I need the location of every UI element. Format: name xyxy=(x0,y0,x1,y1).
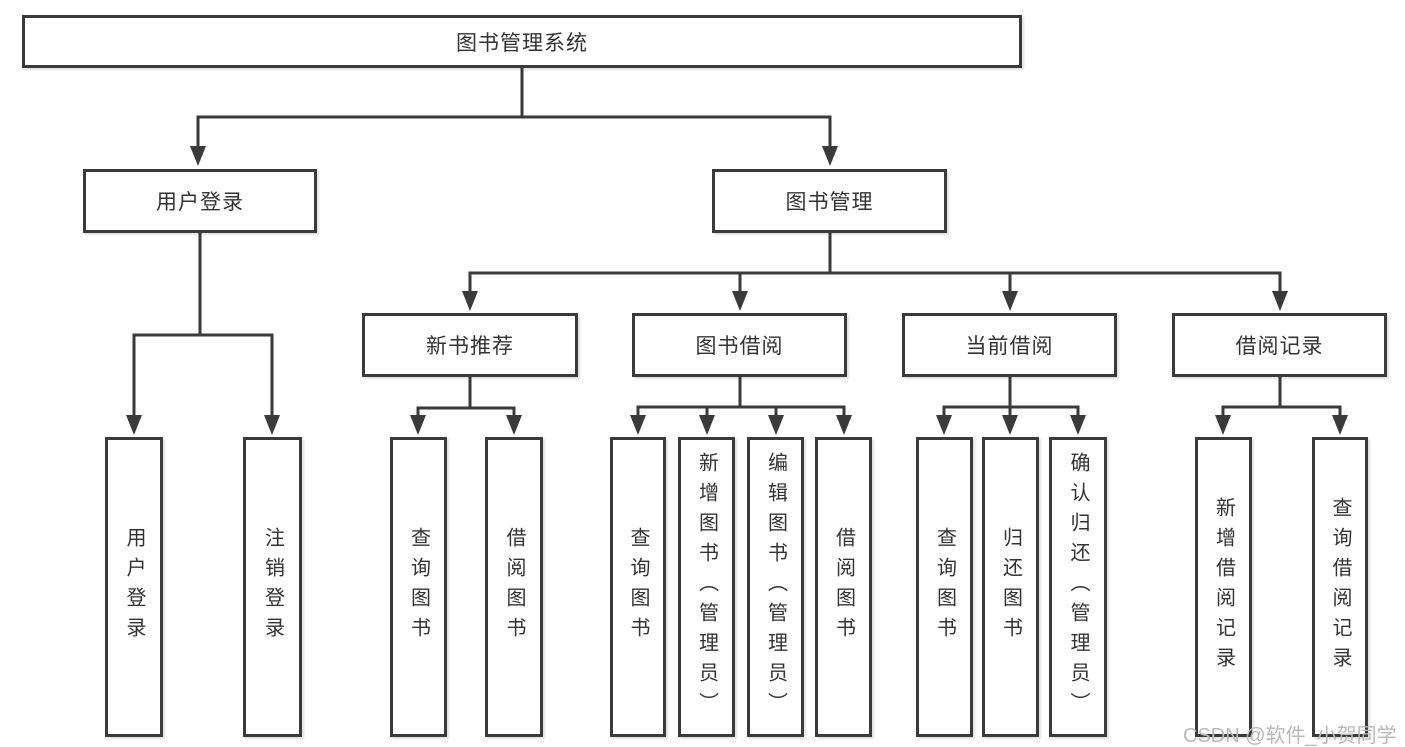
leaf-query-books-borrow: 查询图书 xyxy=(610,437,666,737)
leaf-edit-books-admin-label: 编辑图书（管理员） xyxy=(764,452,787,722)
leaf-logout: 注销登录 xyxy=(243,437,302,737)
leaf-add-books-admin: 新增图书（管理员） xyxy=(678,437,735,737)
leaf-query-borrow-record: 查询借阅记录 xyxy=(1312,437,1368,737)
node-current-borrow: 当前借阅 xyxy=(902,313,1117,377)
leaf-edit-books-admin: 编辑图书（管理员） xyxy=(747,437,804,737)
node-new-book-recommend-label: 新书推荐 xyxy=(426,335,514,358)
node-borrow-records-label: 借阅记录 xyxy=(1235,335,1324,358)
node-book-borrow: 图书借阅 xyxy=(632,313,847,377)
leaf-confirm-return-admin: 确认归还（管理员） xyxy=(1049,437,1107,737)
connector-path xyxy=(132,68,1342,417)
leaf-query-books-borrow-label: 查询图书 xyxy=(627,527,649,647)
node-book-management-label: 图书管理 xyxy=(785,191,874,214)
leaf-add-books-admin-label: 新增图书（管理员） xyxy=(695,452,718,722)
leaf-logout-label: 注销登录 xyxy=(261,527,284,647)
node-user-login-label: 用户登录 xyxy=(156,191,244,214)
node-library-system-label: 图书管理系统 xyxy=(456,31,588,55)
leaf-borrow-books-label: 借阅图书 xyxy=(832,527,855,647)
node-borrow-records: 借阅记录 xyxy=(1172,313,1387,377)
node-new-book-recommend: 新书推荐 xyxy=(362,313,578,377)
leaf-query-books-current: 查询图书 xyxy=(916,437,973,737)
node-book-management: 图书管理 xyxy=(712,169,947,233)
node-current-borrow-label: 当前借阅 xyxy=(965,335,1054,358)
leaf-add-borrow-record-label: 新增借阅记录 xyxy=(1212,497,1235,677)
leaf-user-login-label: 用户登录 xyxy=(123,527,145,647)
leaf-return-books: 归还图书 xyxy=(982,437,1039,737)
node-library-system: 图书管理系统 xyxy=(22,15,1022,68)
node-book-borrow-label: 图书借阅 xyxy=(695,335,784,358)
leaf-query-borrow-record-label: 查询借阅记录 xyxy=(1329,497,1351,677)
leaf-query-books-recommend: 查询图书 xyxy=(390,437,447,737)
leaf-borrow-books-recommend: 借阅图书 xyxy=(485,437,543,737)
node-user-login: 用户登录 xyxy=(83,169,317,233)
leaf-confirm-return-admin-label: 确认归还（管理员） xyxy=(1067,452,1089,722)
leaf-query-books-recommend-label: 查询图书 xyxy=(407,527,430,647)
watermark: CSDN @软件_小贺同学 xyxy=(1183,725,1397,747)
leaf-add-borrow-record: 新增借阅记录 xyxy=(1195,437,1252,737)
leaf-query-books-current-label: 查询图书 xyxy=(933,527,956,647)
leaf-return-books-label: 归还图书 xyxy=(999,527,1022,647)
leaf-user-login: 用户登录 xyxy=(105,437,163,737)
leaf-borrow-books: 借阅图书 xyxy=(815,437,872,737)
leaf-borrow-books-recommend-label: 借阅图书 xyxy=(503,527,525,647)
